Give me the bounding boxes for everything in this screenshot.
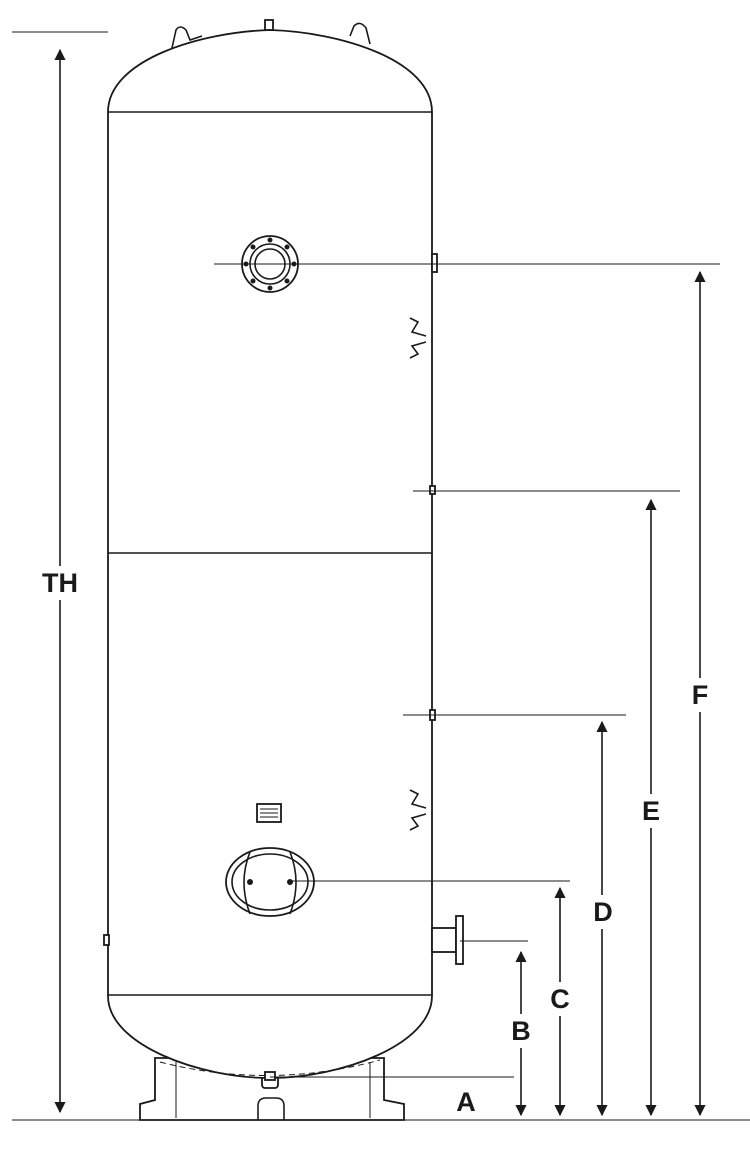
th-label: TH xyxy=(42,568,78,598)
c-label: C xyxy=(550,984,570,1014)
break-symbol-upper-icon xyxy=(409,317,427,359)
drain-icon xyxy=(264,1071,276,1081)
a-label: A xyxy=(456,1087,476,1117)
nameplate-icon xyxy=(256,803,282,823)
break-symbol-lower-icon xyxy=(409,789,427,831)
f-label: F xyxy=(692,680,709,710)
upper-side-fitting-icon xyxy=(431,253,438,273)
tank-base xyxy=(139,1057,405,1121)
e-label: E xyxy=(642,796,660,826)
b-label: B xyxy=(511,1016,531,1046)
outlet-flange-icon xyxy=(431,915,464,965)
left-side-fitting-icon xyxy=(103,934,110,946)
d-label: D xyxy=(593,897,613,927)
lifting-lug-icon xyxy=(171,19,371,49)
tank-body xyxy=(107,29,433,1079)
manway-icon xyxy=(225,847,315,917)
middle-side-fitting-icon xyxy=(429,485,436,495)
